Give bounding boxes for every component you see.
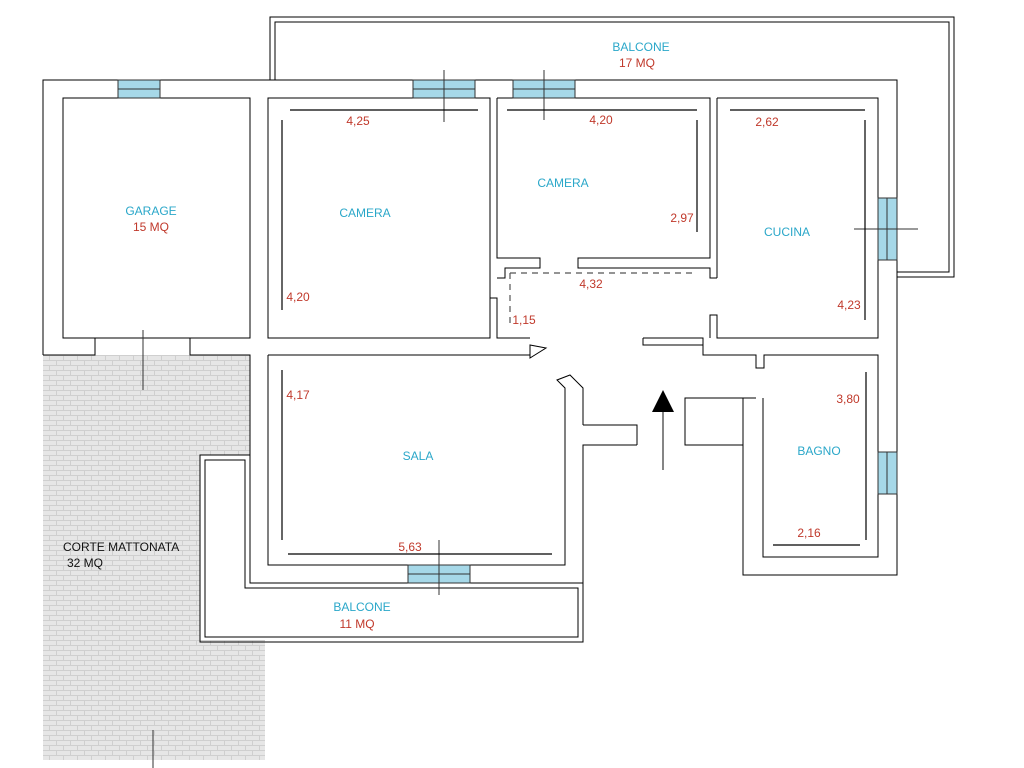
- camera-2-name: CAMERA: [537, 176, 588, 190]
- window-sala: [407, 540, 471, 595]
- camera-1-walls: [267, 97, 491, 339]
- sala-height-label: 4,17: [286, 388, 310, 402]
- balcony-top-outline: [269, 16, 955, 278]
- dimension-labels: 4,25 4,20 4,20 2,97 2,62 4,23 4,32 1,15 …: [286, 113, 861, 554]
- window-cucina: [854, 197, 918, 261]
- windows: [117, 70, 918, 595]
- camera-2-height-label: 2,97: [670, 211, 694, 225]
- cucina-height-label: 4,23: [837, 298, 861, 312]
- camera-1-name: CAMERA: [339, 206, 390, 220]
- window-bagno: [877, 451, 898, 495]
- sala-name: SALA: [403, 449, 434, 463]
- corridor-width-label: 1,15: [512, 313, 536, 327]
- corridor-length-label: 4,32: [579, 277, 603, 291]
- sala-width-label: 5,63: [398, 540, 422, 554]
- dimension-lines: [281, 109, 867, 555]
- window-garage: [117, 79, 161, 99]
- cucina-width-label: 2,62: [755, 115, 779, 129]
- exterior-walls: [42, 79, 898, 605]
- entrance-arrow-icon: [652, 390, 674, 470]
- door-lines: [142, 330, 154, 768]
- corte-area: 32 MQ: [67, 556, 103, 570]
- balcone-top-area: 17 MQ: [619, 56, 655, 70]
- cucina-name: CUCINA: [764, 225, 810, 239]
- bagno-name: BAGNO: [797, 444, 840, 458]
- balcone-top-name: BALCONE: [612, 40, 669, 54]
- corridor-dashes: [509, 272, 697, 328]
- balcony-bottom-outline: [199, 454, 584, 643]
- garage-name: GARAGE: [125, 204, 176, 218]
- balcone-bottom-name: BALCONE: [333, 600, 390, 614]
- corte-name: CORTE MATTONATA: [63, 540, 179, 554]
- garage-area: 15 MQ: [133, 220, 169, 234]
- camera-2-width-label: 4,20: [589, 113, 613, 127]
- camera-1-height-label: 4,20: [286, 290, 310, 304]
- camera-2-walls: [489, 97, 717, 339]
- bagno-width-label: 2,16: [797, 526, 821, 540]
- window-camera-1: [412, 70, 476, 122]
- window-camera-2: [512, 70, 576, 120]
- courtyard-area: [43, 355, 265, 760]
- camera-1-width-label: 4,25: [346, 114, 370, 128]
- balcone-bottom-area: 11 MQ: [339, 617, 374, 631]
- cucina-walls: [642, 97, 879, 558]
- room-labels: BALCONE 17 MQ GARAGE 15 MQ CAMERA CAMERA…: [63, 40, 841, 631]
- bagno-height-label: 3,80: [836, 392, 860, 406]
